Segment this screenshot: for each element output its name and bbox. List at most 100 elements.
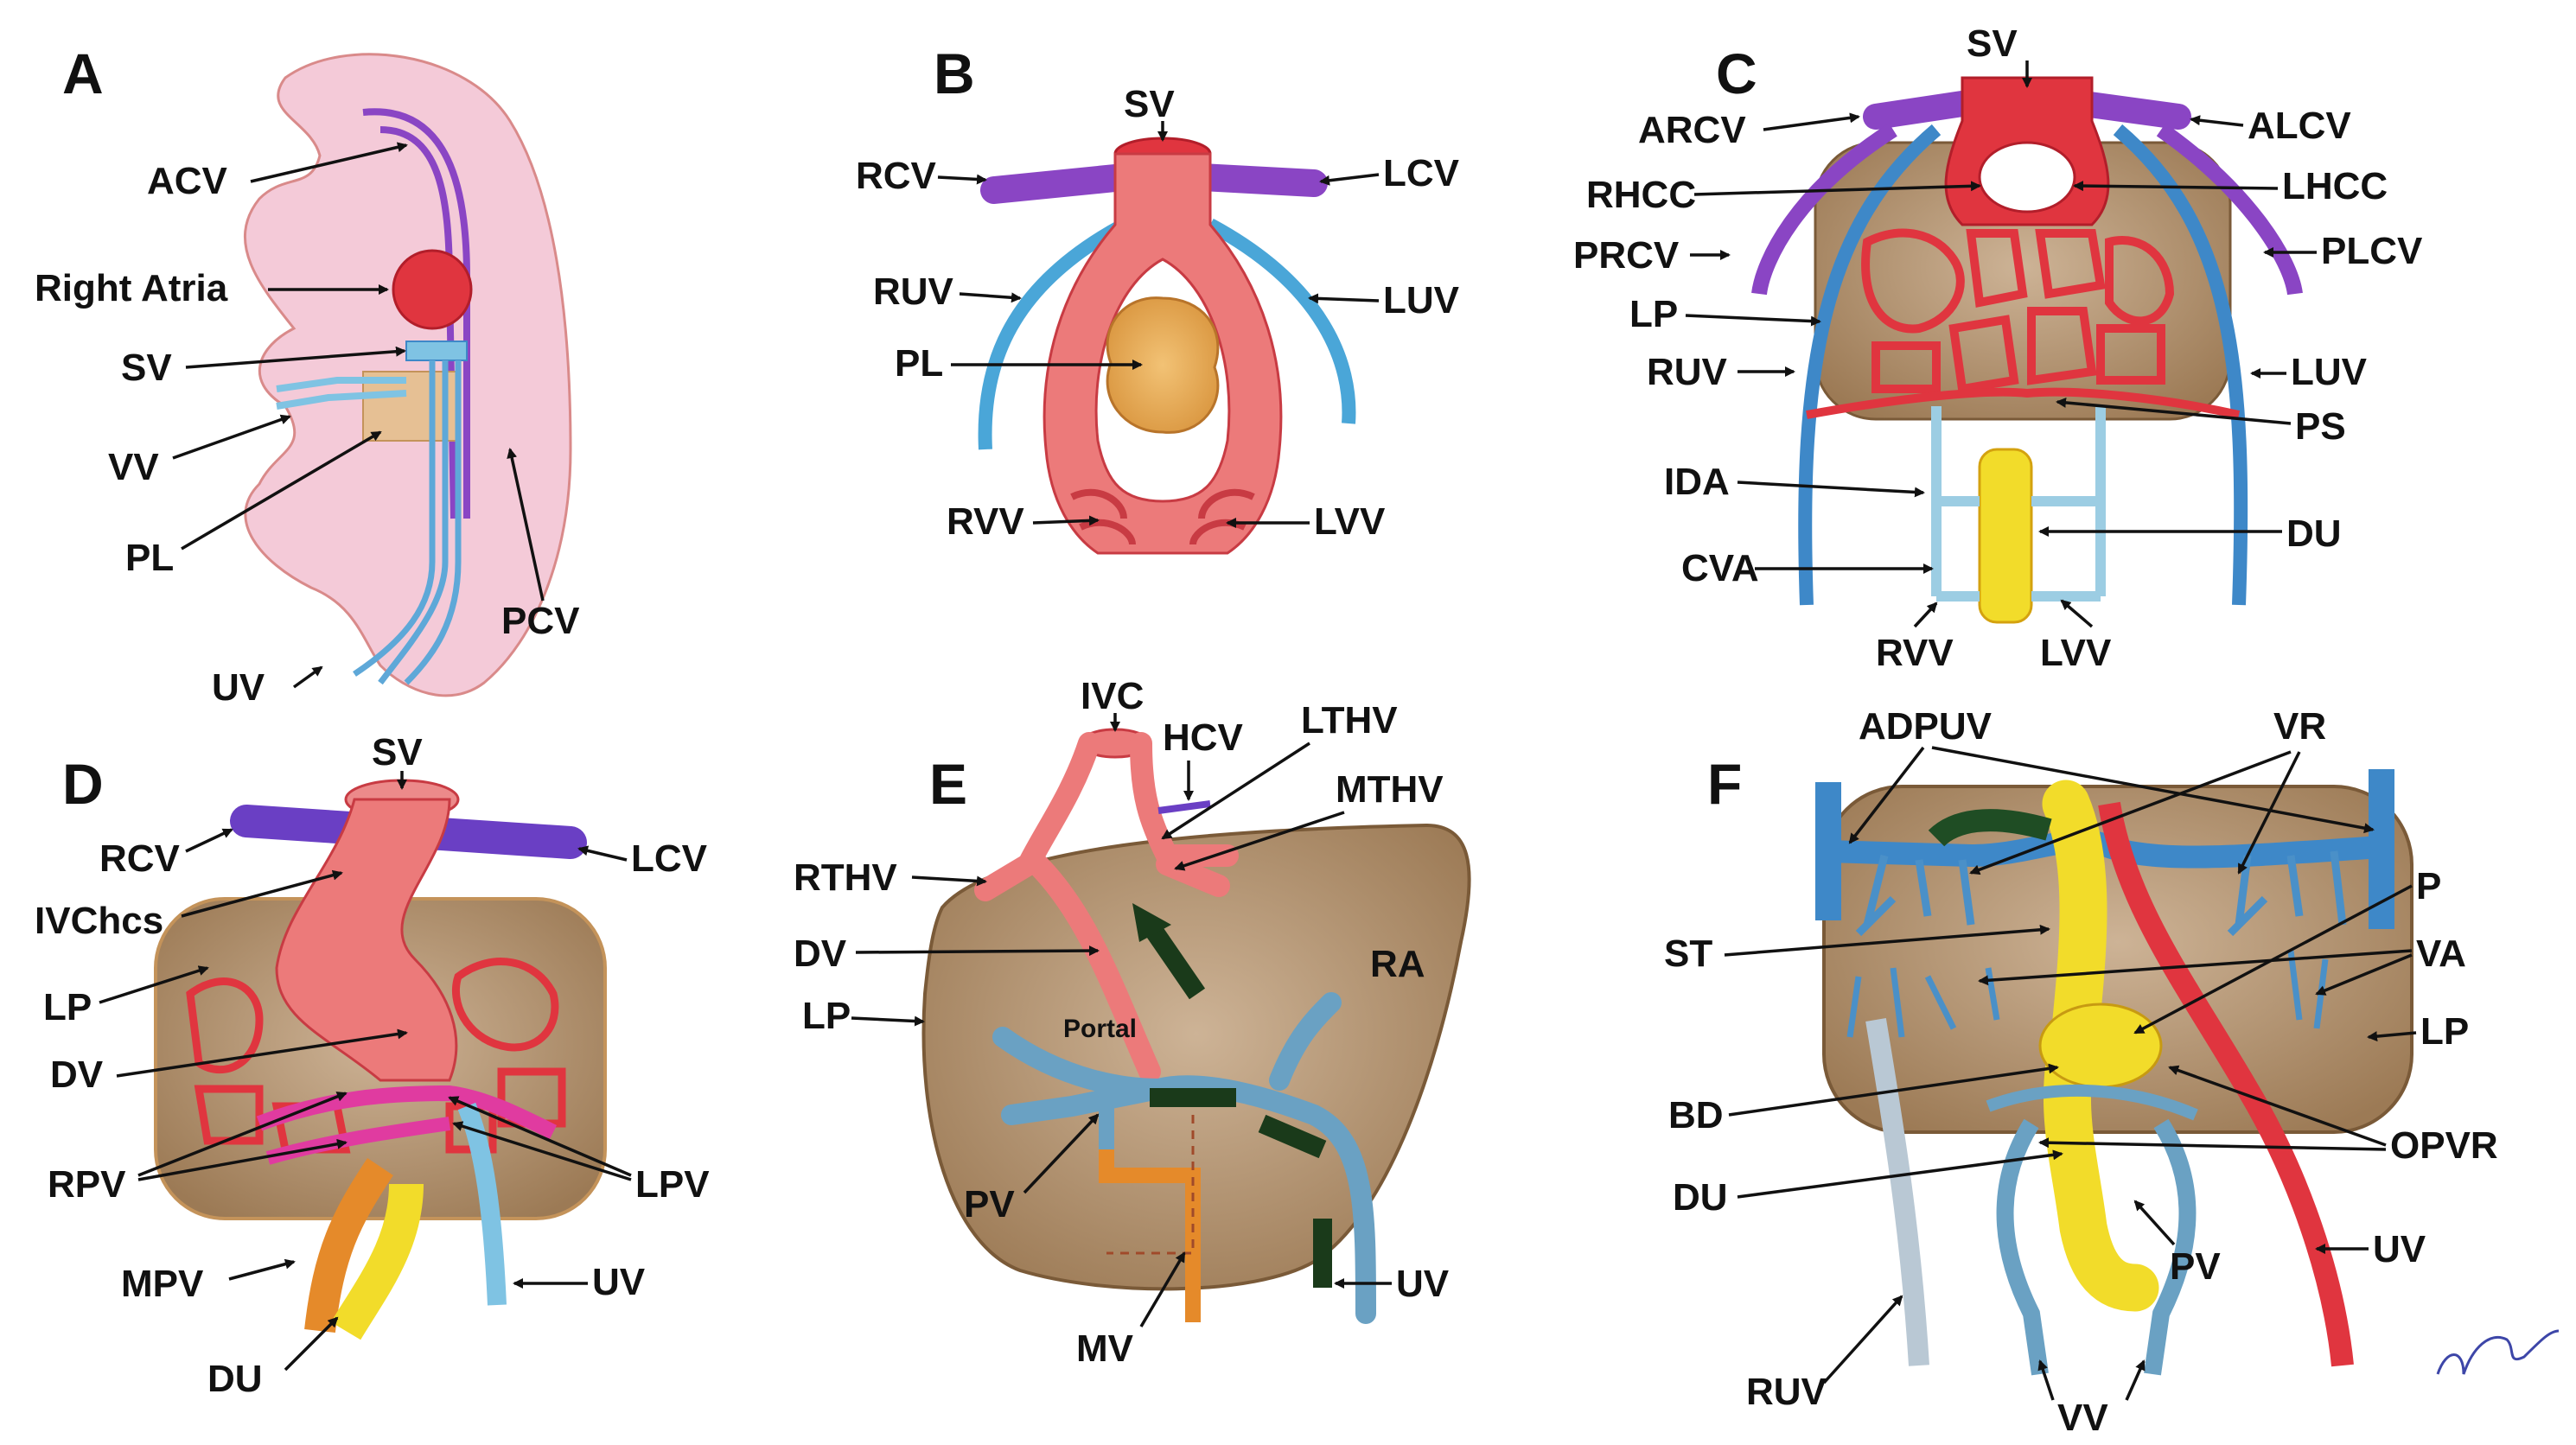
rhcc-hole bbox=[1978, 141, 2076, 213]
panel-letter-a: A bbox=[62, 41, 104, 105]
label-du-d: DU bbox=[207, 1358, 263, 1400]
pl-shape-b bbox=[1106, 296, 1220, 434]
label-vv-f: VV bbox=[2057, 1397, 2108, 1439]
label-sv-b: SV bbox=[1124, 83, 1175, 125]
label-lp-e: LP bbox=[802, 995, 851, 1037]
panel-letter-f: F bbox=[1707, 752, 1742, 816]
label-sv: SV bbox=[121, 347, 172, 389]
du-shape bbox=[1978, 448, 2033, 624]
signature bbox=[2436, 1329, 2560, 1375]
label-lthv: LTHV bbox=[1301, 699, 1398, 742]
green-vessel bbox=[1928, 809, 2052, 847]
flow-arrow-1-head bbox=[1132, 903, 1171, 942]
label-va: VA bbox=[2416, 933, 2466, 975]
label-rcv-d: RCV bbox=[99, 837, 181, 880]
label-bd: BD bbox=[1668, 1094, 1724, 1136]
label-lp-d: LP bbox=[43, 986, 92, 1028]
panel-d: D SV RCV LCV IVChcs LP bbox=[35, 731, 710, 1400]
label-lcv-d: LCV bbox=[631, 837, 708, 880]
hepatic-trunk bbox=[1827, 830, 2382, 869]
label-vv: VV bbox=[108, 446, 159, 488]
label-lcv-b: LCV bbox=[1383, 152, 1460, 194]
label-lpv: LPV bbox=[635, 1163, 710, 1206]
panel-c: C SV ARCV ALCV bbox=[1573, 22, 2423, 674]
panel-letter-b: B bbox=[934, 41, 975, 105]
panel-f: F ADPUV VR bbox=[1664, 705, 2560, 1439]
label-uv-f: UV bbox=[2373, 1228, 2426, 1270]
label-rpv: RPV bbox=[48, 1163, 126, 1206]
sv-shape bbox=[405, 341, 468, 361]
label-uv-e: UV bbox=[1396, 1263, 1450, 1305]
vv-vessel bbox=[276, 377, 407, 410]
du-shape-d bbox=[330, 1183, 424, 1340]
label-portal: Portal bbox=[1063, 1015, 1137, 1043]
label-alcv: ALCV bbox=[2248, 105, 2351, 147]
label-ra: RA bbox=[1370, 943, 1425, 985]
label-lvv-b: LVV bbox=[1314, 500, 1386, 543]
label-acv: ACV bbox=[147, 160, 228, 202]
label-sv-d: SV bbox=[372, 731, 423, 773]
prcv-vessel bbox=[1751, 123, 1897, 296]
label-ps: PS bbox=[2295, 405, 2346, 448]
label-pl: PL bbox=[125, 537, 174, 579]
ps-vessel bbox=[1806, 387, 2241, 419]
label-luv-c: LUV bbox=[2291, 351, 2368, 393]
luv-vessel bbox=[1207, 218, 1356, 424]
label-rvv-c: RVV bbox=[1876, 632, 1954, 674]
mpv-vessel bbox=[304, 1158, 393, 1333]
right-atria-shape bbox=[392, 249, 473, 330]
label-rcv-b: RCV bbox=[856, 155, 937, 197]
label-mpv: MPV bbox=[121, 1263, 204, 1305]
label-dv-e: DV bbox=[794, 933, 847, 975]
label-hcv: HCV bbox=[1163, 716, 1244, 759]
uv-vessel bbox=[353, 360, 462, 685]
label-lvv-c: LVV bbox=[2040, 632, 2112, 674]
label-ida: IDA bbox=[1664, 461, 1730, 503]
label-lp-f: LP bbox=[2420, 1010, 2469, 1053]
label-st: ST bbox=[1664, 933, 1712, 975]
label-lp-c: LP bbox=[1629, 293, 1678, 335]
rvv-loops bbox=[1070, 488, 1136, 545]
p-shape bbox=[2038, 1003, 2163, 1089]
label-opvr: OPVR bbox=[2390, 1124, 2498, 1167]
panel-letter-e: E bbox=[929, 752, 967, 816]
label-rhcc: RHCC bbox=[1586, 174, 1696, 216]
label-ruv-c: RUV bbox=[1647, 351, 1728, 393]
label-mthv: MTHV bbox=[1336, 768, 1444, 811]
ivchcs-vessel bbox=[275, 798, 458, 1082]
label-cva: CVA bbox=[1681, 547, 1759, 589]
label-pcv: PCV bbox=[501, 600, 580, 642]
ruv-vessel bbox=[978, 218, 1127, 450]
label-dv-d: DV bbox=[50, 1054, 104, 1096]
panel-a: A ACV Right Atria SV VV PL PCV UV bbox=[35, 41, 580, 709]
label-vr: VR bbox=[2273, 705, 2326, 748]
label-ivc: IVC bbox=[1081, 675, 1144, 717]
mv-vessel bbox=[1099, 1149, 1201, 1322]
vitelline-anastomoses bbox=[1931, 406, 2106, 602]
label-uv-d: UV bbox=[592, 1261, 646, 1303]
ruv-vessel-c bbox=[1798, 124, 1942, 606]
label-pv-e: PV bbox=[964, 1183, 1015, 1225]
label-mv: MV bbox=[1076, 1327, 1134, 1370]
label-plcv: PLCV bbox=[2321, 230, 2423, 272]
label-arcv: ARCV bbox=[1638, 109, 1746, 151]
st-shape bbox=[2042, 780, 2159, 1312]
portal-vessel bbox=[992, 992, 1376, 1324]
label-sv-c: SV bbox=[1967, 22, 2018, 65]
hcv-vessel bbox=[1157, 800, 1211, 814]
sinusoid-network-c bbox=[1861, 228, 2175, 394]
label-uv: UV bbox=[212, 666, 265, 709]
label-right-atria: Right Atria bbox=[35, 267, 228, 309]
opvr-vessel bbox=[1986, 1084, 2198, 1121]
hepatic-vessels bbox=[974, 732, 1239, 1083]
panel-letter-c: C bbox=[1716, 41, 1757, 105]
lp-shape-e bbox=[921, 823, 1471, 1291]
label-ruv-f: RUV bbox=[1746, 1371, 1827, 1413]
uv-vessel-d bbox=[457, 1102, 507, 1306]
panel-letter-d: D bbox=[62, 752, 104, 816]
acv-vessel bbox=[362, 108, 470, 519]
panel-b: B SV RCV LCV RUV LUV PL RVV LVV bbox=[856, 41, 1460, 555]
label-ruv-b: RUV bbox=[873, 271, 954, 313]
ruv-vessel-f bbox=[1865, 1018, 1929, 1366]
